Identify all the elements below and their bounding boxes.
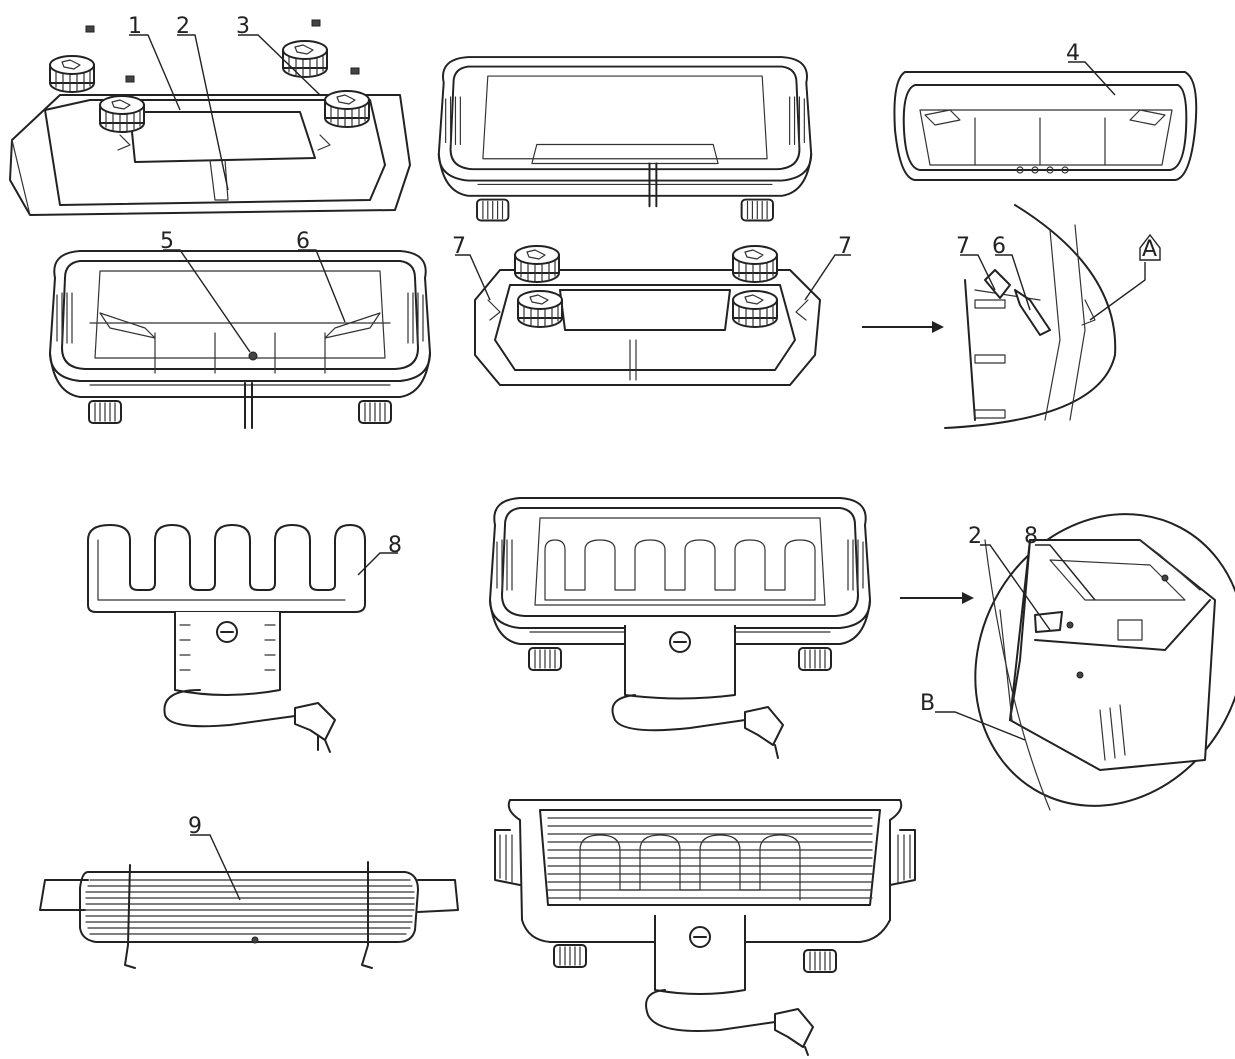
callout-b: B [920, 691, 935, 716]
tray-with-element [490, 498, 870, 759]
assembled-grill [494, 799, 916, 1056]
callout-leaders [129, 34, 1161, 901]
callout-a: A [1142, 237, 1157, 262]
callout-7-left: 7 [452, 234, 466, 259]
detail-b [974, 513, 1235, 811]
base-with-supports [474, 245, 821, 386]
callout-6: 6 [296, 229, 310, 254]
callout-1: 1 [128, 14, 142, 39]
callout-7-right: 7 [838, 234, 852, 259]
tray-top-middle [439, 57, 811, 220]
reflector-pan [893, 71, 1198, 181]
callout-5: 5 [160, 229, 174, 254]
callout-labels: 1 2 3 4 5 6 7 7 7 6 A 8 2 8 B 9 [128, 14, 1157, 839]
callout-4: 4 [1066, 41, 1080, 66]
callout-3: 3 [236, 14, 250, 39]
callout-8: 8 [388, 533, 402, 558]
base-with-knobs [9, 19, 411, 216]
arrow-to-detail-b [900, 592, 974, 604]
heating-element [87, 524, 366, 753]
callout-2-detail: 2 [968, 524, 982, 549]
tray-with-reflector [50, 251, 430, 429]
callout-2: 2 [176, 14, 190, 39]
detail-a [944, 204, 1117, 429]
callout-6-detail: 6 [992, 234, 1006, 259]
callout-9: 9 [188, 814, 202, 839]
grill-rack [39, 861, 459, 969]
callout-7-detail: 7 [956, 234, 970, 259]
callout-8-detail: 8 [1024, 524, 1038, 549]
arrow-to-detail-a [862, 321, 944, 333]
